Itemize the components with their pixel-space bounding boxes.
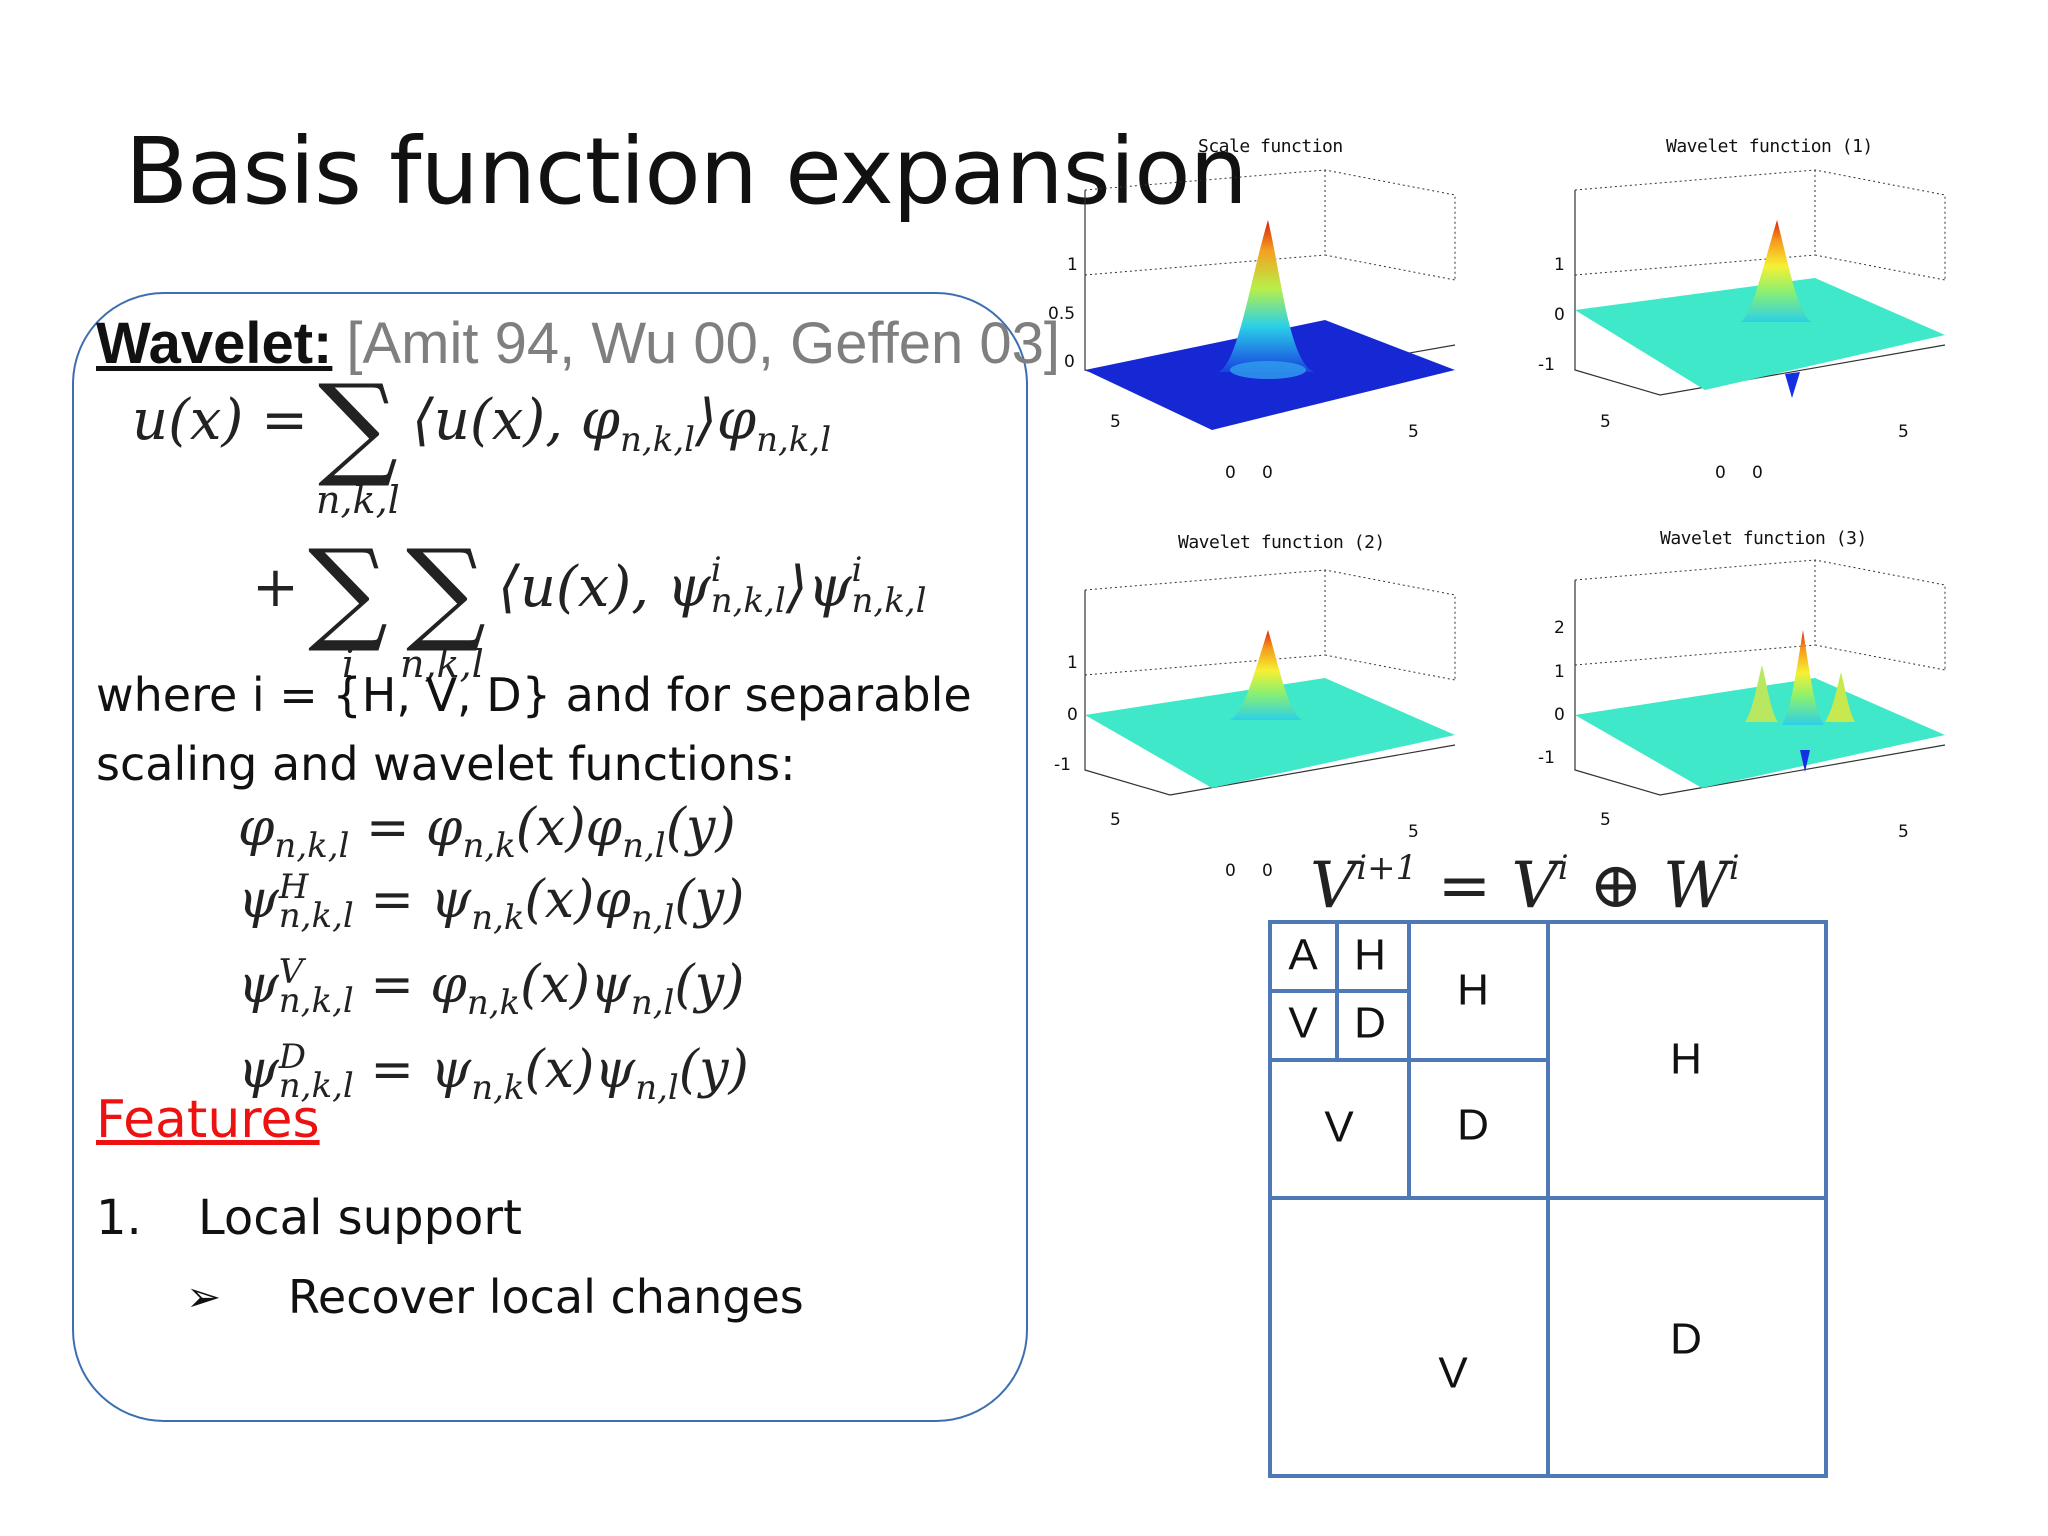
svg-text:1: 1: [1554, 662, 1565, 682]
sum-limits: n,k,l: [316, 478, 400, 522]
cell-level1-diagonal: D: [1670, 1315, 1702, 1364]
svg-text:1: 1: [1067, 255, 1078, 275]
svg-text:0: 0: [1554, 705, 1565, 725]
svg-text:0: 0: [1715, 463, 1726, 483]
svg-text:5: 5: [1110, 810, 1121, 830]
svg-text:0.5: 0.5: [1048, 304, 1075, 324]
svg-text:1: 1: [1554, 255, 1565, 275]
svg-text:5: 5: [1408, 822, 1419, 842]
svg-text:5: 5: [1898, 822, 1909, 842]
surface-plot-scale: 1 0.5 0 5 0 0 5: [1048, 169, 1456, 483]
list-number: 1.: [96, 1190, 142, 1246]
svg-text:0: 0: [1554, 305, 1565, 325]
svg-text:0: 0: [1067, 705, 1078, 725]
cell-level2-horizontal: H: [1457, 966, 1489, 1015]
wavelet-surface-plots: 1 0.5 0 5 0 0 5 1 0 -1 5 0 0 5: [1048, 169, 1946, 881]
cell-level1-vertical: V: [1438, 1349, 1468, 1398]
sum-limits-nkl: n,k,l: [400, 642, 484, 686]
cell-level3-horizontal: H: [1354, 931, 1386, 980]
svg-text:0: 0: [1225, 861, 1236, 881]
svg-text:1: 1: [1067, 653, 1078, 673]
wavelet-decomposition-grid: A H V D H V D H V D: [1268, 920, 1828, 1478]
svg-text:5: 5: [1408, 422, 1419, 442]
features-label: Features: [96, 1090, 320, 1150]
where-text-line1: where i = {H, V, D} and for separable: [96, 668, 972, 722]
wavelet-heading: Wavelet:[Amit 94, Wu 00, Geffen 03]: [96, 310, 1060, 377]
sum-symbol-nkl: ∑: [406, 526, 486, 656]
svg-text:0: 0: [1262, 463, 1273, 483]
svg-text:-1: -1: [1538, 355, 1555, 375]
plus-sign: +: [252, 555, 299, 620]
sum-symbol: ∑: [318, 361, 398, 491]
equation-scaling-term: ⟨u(x), φn,k,l⟩φn,k,l: [412, 388, 832, 460]
cell-level1-horizontal: H: [1670, 1035, 1702, 1084]
slide-title: Basis function expansion: [125, 118, 1248, 225]
plot-title-wavelet-1: Wavelet function (1): [1666, 136, 1873, 157]
svg-text:5: 5: [1600, 810, 1611, 830]
cell-approximation: A: [1288, 931, 1318, 980]
svg-text:-1: -1: [1054, 755, 1071, 775]
svg-text:0: 0: [1225, 463, 1236, 483]
surface-plot-wavelet-1: 1 0 -1 5 0 0 5: [1538, 169, 1946, 483]
sum-symbol-i: ∑: [308, 526, 388, 656]
sub-item-recover-changes: Recover local changes: [288, 1270, 804, 1324]
plot-title-wavelet-2: Wavelet function (2): [1178, 532, 1385, 553]
wavelet-label: Wavelet:: [96, 311, 333, 376]
plot-title-wavelet-3: Wavelet function (3): [1660, 528, 1867, 549]
svg-text:-1: -1: [1538, 748, 1555, 768]
svg-text:2: 2: [1554, 618, 1565, 638]
arrow-bullet-icon: ➢: [186, 1272, 222, 1321]
svg-text:0: 0: [1752, 463, 1763, 483]
separable-equation-phi: φn,k,l = φn,k(x)φn,l(y): [238, 798, 736, 866]
svg-text:0: 0: [1064, 352, 1075, 372]
cell-level3-vertical: V: [1288, 999, 1318, 1048]
svg-text:5: 5: [1110, 412, 1121, 432]
svg-text:5: 5: [1600, 412, 1611, 432]
svg-text:5: 5: [1898, 422, 1909, 442]
cell-level2-diagonal: D: [1457, 1101, 1489, 1150]
content-box: [72, 292, 1028, 1422]
svg-text:0: 0: [1262, 861, 1273, 881]
where-text-line2: scaling and wavelet functions:: [96, 737, 796, 791]
cell-level2-vertical: V: [1324, 1103, 1354, 1152]
wavelet-references: [Amit 94, Wu 00, Geffen 03]: [346, 311, 1060, 376]
cell-level3-diagonal: D: [1354, 999, 1386, 1048]
subspace-equation: Vi+1 = Vi ⊕ Wi: [1310, 848, 1740, 923]
list-item-local-support: Local support: [198, 1190, 522, 1246]
surface-plot-wavelet-3: 2 1 0 -1 5 5: [1538, 559, 1946, 842]
equation-expansion-lhs: u(x) =: [132, 388, 309, 453]
sum-limits-i: i: [342, 642, 355, 686]
surface-plot-wavelet-2: 1 0 -1 5 0 0 5: [1054, 569, 1456, 881]
plot-title-scale: Scale function: [1198, 136, 1343, 157]
